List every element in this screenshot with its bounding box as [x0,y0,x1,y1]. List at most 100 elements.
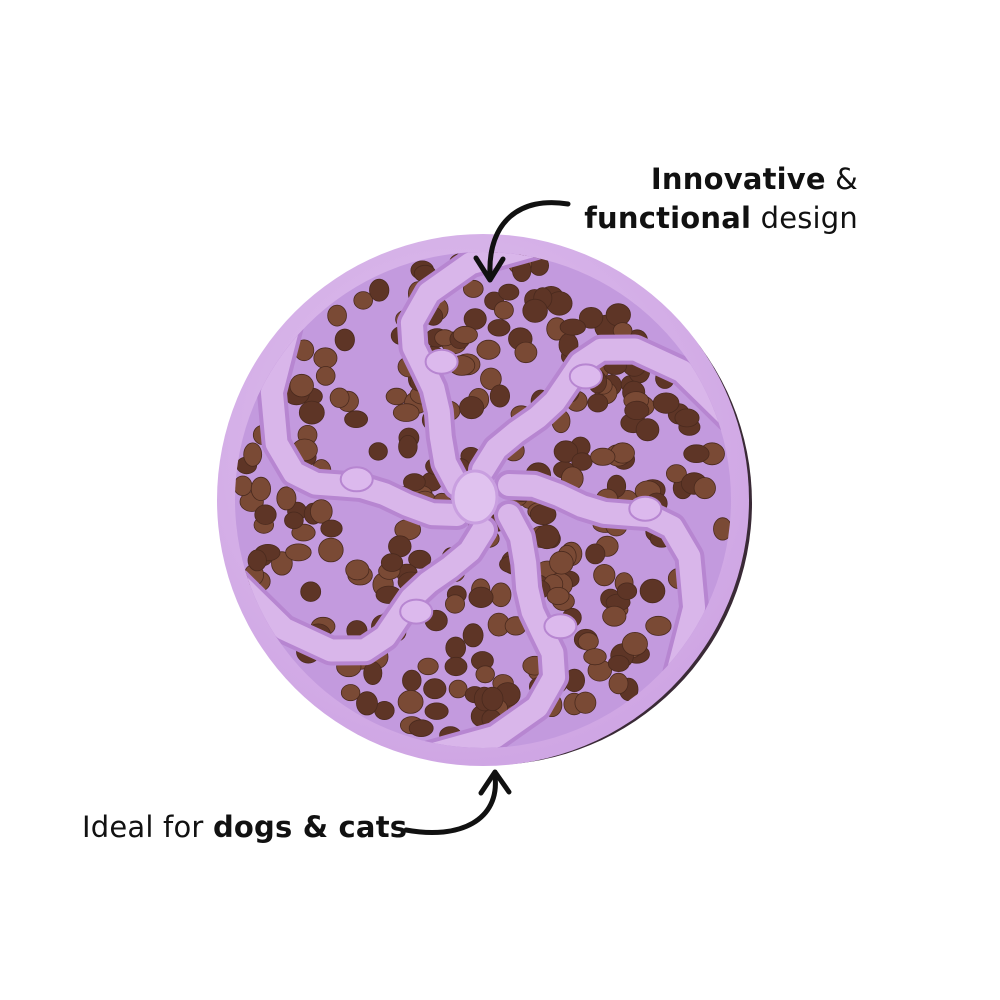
kibble-piece [489,384,510,408]
kibble-piece [417,657,439,676]
ridge-knob [399,598,434,625]
kibble-piece [639,578,666,604]
callout-design-bold1: Innovative [650,162,826,196]
kibble-piece [243,442,263,467]
kibble-piece [475,665,495,684]
kibble-piece [493,300,514,320]
kibble-piece [250,476,271,501]
ridge-knob [424,348,459,375]
kibble-piece [300,581,322,602]
kibble-piece [693,477,716,500]
kibble-piece [397,690,424,714]
kibble-piece [487,319,511,337]
kibble-piece [683,444,710,464]
callout-design: Innovative & functional design [584,160,858,238]
spiral-ridge [400,252,547,496]
kibble-piece [546,587,570,606]
kibble-piece [309,499,333,524]
kibble-piece [635,418,660,442]
kibble-piece [645,615,672,636]
callout-design-line2: functional design [584,199,858,238]
kibble-piece [602,605,627,627]
kibble-piece [313,347,338,369]
spiral-ridge [472,338,731,481]
ridge-knob [568,363,603,390]
kibble-piece [574,691,597,714]
kibble-piece [408,719,434,737]
kibble-piece [481,686,504,712]
kibble-piece [398,435,418,459]
callout-pets-bold: dogs & cats [212,810,408,844]
kibble-piece [345,559,370,581]
kibble-piece [534,524,560,550]
kibble-piece [577,632,599,651]
kibble-piece [334,328,355,352]
kibble-piece [593,563,616,587]
kibble-piece [616,582,638,600]
spiral-ridge [498,474,706,684]
kibble-piece [392,403,420,422]
kibble-piece [344,410,369,429]
kibble-piece [490,582,512,608]
spiral-ridge [419,504,566,748]
kibble-piece [254,504,277,525]
kibble-piece [448,679,468,699]
kibble-piece [480,367,502,391]
kibble-piece [452,325,478,344]
kibble-piece [468,586,494,609]
kibble-piece [476,339,501,360]
kibble-piece [402,669,422,692]
ridge-knob [339,466,374,493]
ridge-knob [628,495,663,522]
kibble-piece [583,648,607,666]
arrow-head-up [478,769,512,796]
arrow-curved-up-icon [403,773,498,836]
callout-design-rest1: & [825,162,858,196]
kibble-piece [621,632,648,656]
kibble-piece [587,393,609,413]
kibble-piece [522,298,548,323]
kibble-piece [329,387,350,409]
kibble-piece [369,278,390,302]
kibble-piece [559,318,586,336]
kibble-piece [652,392,680,414]
kibble-piece [444,594,465,614]
callout-design-bold2: functional [584,201,752,235]
kibble-piece [444,656,468,677]
kibble-piece [235,475,253,497]
kibble-piece [284,511,304,530]
kibble-piece [320,519,343,538]
kibble-piece [424,702,449,720]
kibble-piece [327,304,347,327]
center-knob [451,469,499,525]
kibble-piece [276,486,297,511]
kibble-piece [340,684,361,702]
spiral-ridges [235,252,731,748]
kibble-piece [553,440,579,463]
kibble-piece [289,373,314,398]
kibble-piece [608,672,629,695]
spiral-ridge [235,519,494,662]
kibble-piece [318,537,344,563]
callout-design-rest2: design [751,201,858,235]
kibble-piece [607,655,630,673]
kibble-piece [578,306,604,329]
kibble-piece [353,291,374,310]
callout-pets: Ideal for dogs & cats [82,808,407,847]
kibble-piece [585,543,606,565]
callout-design-line1: Innovative & [584,160,858,199]
kibble-piece [462,623,484,648]
kibble-piece [445,636,467,660]
kibble-piece [498,283,520,301]
kibble-piece [462,279,484,298]
ridge-knob [543,613,578,640]
kibble-piece [403,473,426,492]
callout-pets-lead: Ideal for [82,810,213,844]
kibble-piece [315,366,336,386]
kibble-piece [459,396,485,420]
kibble-piece [713,517,731,541]
kibble-piece [605,303,631,327]
kibble-piece [385,387,408,406]
